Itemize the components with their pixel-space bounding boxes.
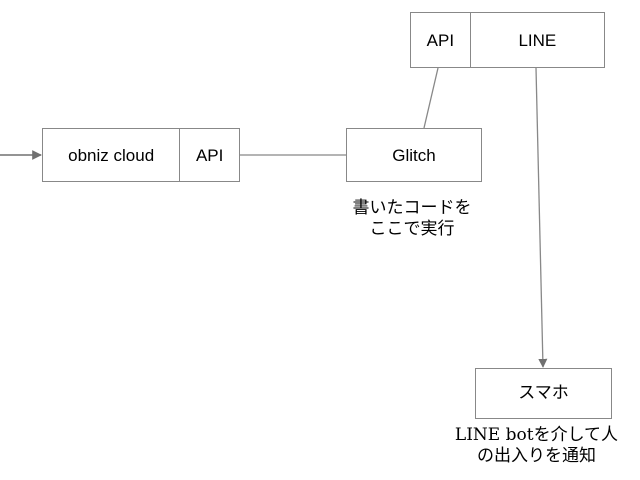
caption-glitch: 書いたコードを ここで実行 (352, 198, 472, 239)
caption-smartphone: LINE botを介して人 の出入りを通知 (454, 425, 619, 466)
node-obniz-cell-api-label: API (195, 145, 224, 165)
node-obniz-cell-cloud[interactable]: obniz cloud (43, 129, 181, 181)
edge-line-to-smartphone (535, 67, 548, 368)
node-glitch[interactable]: Glitch (346, 128, 482, 182)
node-glitch-cell[interactable]: Glitch (347, 129, 481, 181)
node-obniz-cell-cloud-label: obniz cloud (68, 145, 155, 165)
node-api-line-cell-line-label: LINE (518, 30, 557, 50)
node-api-line-cell-api[interactable]: API (411, 13, 471, 67)
node-api-line-cell-api-label: API (426, 30, 455, 50)
node-smartphone[interactable]: スマホ (475, 368, 612, 419)
node-api-line-cell-line[interactable]: LINE (471, 13, 604, 67)
node-obniz-cloud[interactable]: obniz cloud API (42, 128, 240, 182)
node-smartphone-label: スマホ (518, 383, 569, 403)
node-glitch-label: Glitch (392, 145, 436, 165)
edge-glitch-to-api (423, 67, 439, 129)
node-obniz-cell-api[interactable]: API (180, 129, 239, 181)
node-smartphone-cell[interactable]: スマホ (476, 369, 611, 418)
node-api-line[interactable]: API LINE (410, 12, 605, 68)
